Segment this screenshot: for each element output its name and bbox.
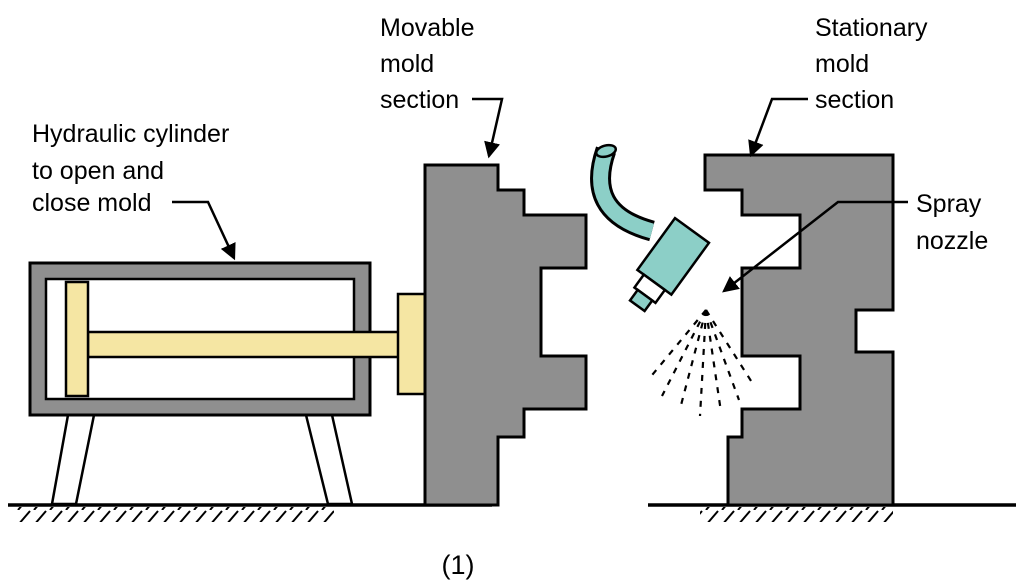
spray-label-line1: Spray xyxy=(916,190,982,218)
spray-leader-arrow xyxy=(722,200,908,293)
hydraulic-cylinder xyxy=(28,261,429,417)
spray-mist xyxy=(647,309,754,417)
piston-plate xyxy=(64,280,90,398)
hydraulic-label-line3: close mold xyxy=(32,189,152,217)
leader-lines xyxy=(172,97,908,293)
movable-label-line3: section xyxy=(380,86,459,114)
movable-mold-section xyxy=(423,163,588,507)
spray-label-line2: nozzle xyxy=(916,227,988,255)
stationary-label-line1: Stationary xyxy=(815,14,928,42)
stationary-leader-arrow xyxy=(748,97,808,158)
movable-leader-arrow xyxy=(472,97,504,159)
spray-hose xyxy=(590,143,656,242)
ground xyxy=(8,503,1016,522)
hydraulic-label-line1: Hydraulic cylinder xyxy=(32,120,229,148)
cylinder-legs xyxy=(50,413,354,506)
hydraulic-label-line2: to open and xyxy=(32,157,164,185)
piston-rod xyxy=(86,330,402,359)
movable-label-line2: mold xyxy=(380,50,434,78)
labels: Hydraulic cylinder to open and close mol… xyxy=(32,14,988,580)
hydraulic-leader-arrow xyxy=(172,200,236,261)
movable-label-line1: Movable xyxy=(380,14,475,42)
ground-hatch-left xyxy=(16,507,334,522)
stationary-mold-section xyxy=(703,153,895,507)
stationary-label-line2: mold xyxy=(815,50,869,78)
spray-nozzle-body xyxy=(628,216,711,313)
stationary-label-line3: section xyxy=(815,86,894,114)
ground-hatch-right xyxy=(700,507,893,522)
rod-coupler xyxy=(396,292,429,396)
figure-caption: (1) xyxy=(442,550,475,580)
